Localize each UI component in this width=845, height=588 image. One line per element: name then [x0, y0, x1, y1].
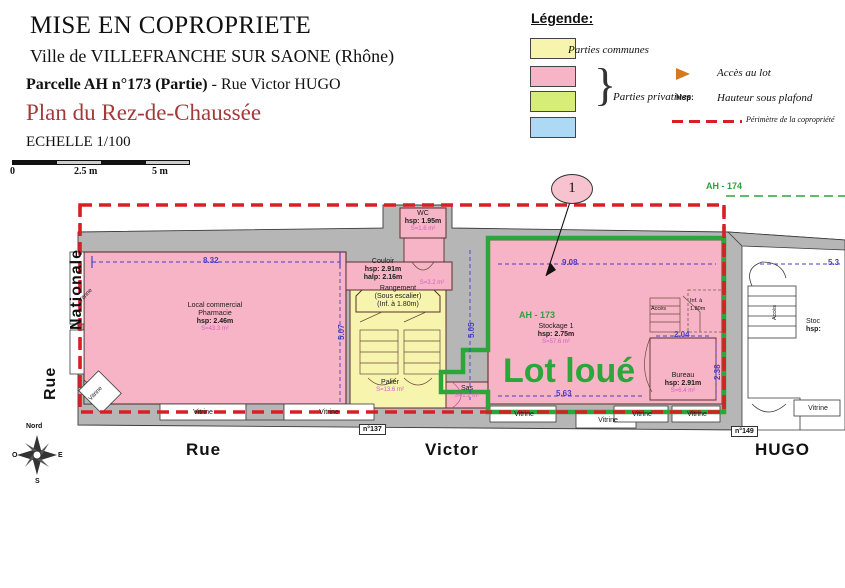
room-rangement-sub1: (Sous escalier): [374, 293, 422, 301]
street-number-left: n°137: [359, 424, 386, 435]
parcel-ref: Parcelle AH n°173 (Partie): [26, 76, 212, 93]
legend-swatch-green: [530, 91, 576, 112]
parcel-street: - Rue Victor HUGO: [211, 76, 341, 93]
room-wc: WC hsp: 1.95m S=1.6 m²: [399, 210, 447, 233]
room-couloir: Couloir hsp: 2.91m halp: 2.16m: [352, 258, 414, 282]
dim-stockage-width: 9.08: [562, 258, 578, 267]
room-couloir-surface: S=3.2 m²: [419, 280, 445, 286]
room-couloir-halp: halp: 2.16m: [363, 274, 403, 282]
acces-label-right: Accès: [772, 305, 778, 320]
legend-label-perimetre: Périmètre de la copropriété: [746, 115, 835, 124]
compass-east-label: E: [58, 452, 63, 459]
dim-stockage-height: 5.05: [467, 322, 476, 338]
dim-pharmacie-height: 5.07: [337, 324, 346, 340]
parcel-label-right: AH - 174: [706, 181, 743, 191]
room-stockage-2-name: Stoc: [806, 318, 821, 325]
legend-swatch-pink: [530, 66, 576, 87]
triangle-arrow-icon: [676, 68, 690, 80]
acces-label-stockage: Accès: [651, 306, 666, 312]
room-wc-surface: S=1.6 m²: [410, 226, 436, 233]
street-label-nationale: Nationale: [68, 248, 85, 330]
lot-number-bubble: 1: [551, 174, 593, 204]
room-couloir-surface-wrap: S=3.2 m²: [414, 280, 450, 287]
room-wc-name: WC: [417, 210, 429, 217]
plan-title: MISE EN COPROPRIETE: [30, 12, 312, 39]
scale-tick-0: 0: [10, 166, 15, 177]
room-rangement-name: Rangement: [379, 285, 417, 292]
room-stockage-2: Stoc hsp:: [806, 318, 845, 334]
dim-bureau-width: 2.04: [674, 330, 690, 339]
vitrine-label-1: Vitrine: [193, 409, 213, 416]
legend-brace-icon: }: [594, 59, 617, 110]
room-bureau-surface: S=6.4 m²: [670, 388, 696, 395]
room-stockage-1-surface: S=57.6 m²: [542, 339, 570, 346]
plan-city: Ville de VILLEFRANCHE SUR SAONE (Rhône): [30, 46, 395, 66]
compass-south-label: S: [35, 478, 40, 485]
legend-swatch-commune: [530, 38, 576, 59]
vitrine-label-4: Vitrine: [598, 417, 618, 424]
dashed-line-icon: [672, 120, 742, 123]
room-stockage-1-name: Stockage 1: [538, 323, 574, 330]
inf-180-value: 1.80m: [690, 306, 706, 312]
room-bureau-name: Bureau: [671, 372, 695, 379]
legend-label-privative: Parties privatives: [613, 91, 691, 103]
street-number-right: n°149: [731, 426, 758, 437]
room-stockage-2-hsp: hsp:: [806, 326, 821, 334]
room-stockage-1-hsp: hsp: 2.75m: [537, 331, 575, 339]
dim-right-edge: 5.3: [828, 258, 840, 267]
scale-bar: 0 2.5 m 5 m: [10, 160, 190, 177]
vitrine-label-5: Vitrine: [632, 411, 652, 418]
legend-hsp-abbrev: Hsp:: [676, 93, 694, 102]
compass-west-label: O: [12, 452, 18, 459]
room-pharmacie-surface: S=43.3 m²: [201, 326, 229, 333]
vitrine-label-6: Vitrine: [687, 411, 707, 418]
room-palier: Palier S=13.6 m²: [360, 379, 420, 394]
legend-label-hsp: Hauteur sous plafond: [717, 92, 813, 104]
room-rangement: Rangement (Sous escalier) (Inf. à 1.80m): [352, 285, 444, 309]
plan-floor: Plan du Rez-de-Chaussée: [26, 100, 262, 125]
street-label-hugo: HUGO: [755, 440, 810, 459]
vitrine-label-3: Vitrine: [514, 411, 534, 418]
vitrine-label-7: Vitrine: [808, 405, 828, 412]
dim-stockage-bottom: 5.63: [556, 389, 572, 398]
room-pharmacie-name-2: Pharmacie: [198, 310, 232, 318]
street-label-victor: Victor: [425, 440, 479, 459]
plan-parcel: Parcelle AH n°173 (Partie) - Rue Victor …: [26, 76, 341, 94]
inf-180-label: Inf. à: [690, 298, 703, 304]
scale-tick-end: 5 m: [152, 166, 168, 177]
room-couloir-hsp: hsp: 2.91m: [364, 266, 402, 274]
plan-scale: ECHELLE 1/100: [26, 134, 131, 150]
legend-label-commune: Parties communes: [568, 44, 649, 56]
room-sas-name: Sas: [460, 385, 474, 392]
parcel-label-center: AH - 173: [519, 310, 556, 320]
room-rangement-sub2: (Inf. à 1.80m): [377, 301, 419, 309]
room-pharmacie-hsp: hsp: 2.46m: [196, 318, 234, 326]
dim-bureau-height: 2.38: [713, 364, 722, 380]
room-bureau-hsp: hsp: 2.91m: [664, 380, 702, 388]
scale-tick-mid: 2.5 m: [74, 166, 98, 177]
lot-leased-label: Lot loué: [503, 352, 636, 390]
street-label-rue: Rue: [186, 440, 222, 459]
legend-label-acces: Accès au lot: [717, 67, 771, 79]
room-sas-surface: S=1.2 m²: [454, 393, 480, 400]
room-palier-surface: S=13.6 m²: [376, 387, 404, 394]
vitrine-label-2: Vitrine: [319, 409, 339, 416]
street-label-rue-left: Rue: [42, 366, 59, 400]
room-pharmacie: Local commercial Pharmacie hsp: 2.46m S=…: [165, 302, 265, 333]
room-pharmacie-name-1: Local commercial: [187, 302, 243, 309]
compass-north-label: Nord: [26, 423, 43, 430]
room-sas: Sas S=1.2 m²: [448, 385, 486, 400]
room-stockage-1: Stockage 1 hsp: 2.75m S=57.6 m²: [518, 323, 594, 346]
dim-pharmacie-width: 8.32: [203, 256, 219, 265]
room-palier-name: Palier: [381, 379, 399, 386]
legend-swatch-blue: [530, 117, 576, 138]
room-wc-hsp: hsp: 1.95m: [404, 218, 442, 226]
room-bureau: Bureau hsp: 2.91m S=6.4 m²: [652, 372, 714, 395]
legend-title: Légende:: [531, 10, 594, 26]
room-couloir-name: Couloir: [371, 258, 395, 265]
